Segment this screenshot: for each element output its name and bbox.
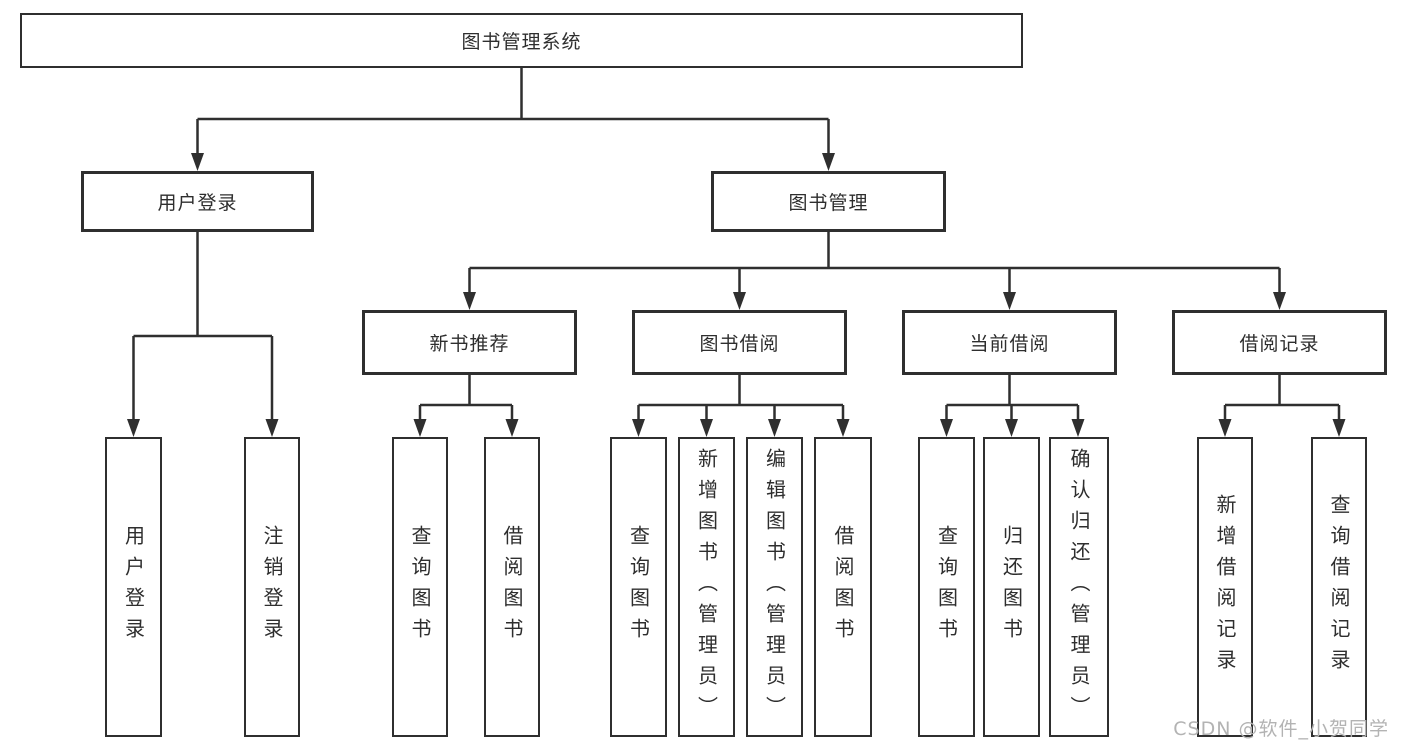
leaf-user-login: 用户登录 bbox=[105, 437, 162, 737]
leaf-label: 查询借阅记录 bbox=[1327, 494, 1351, 680]
node-label: 新书推荐 bbox=[429, 333, 510, 355]
node-book-management: 图书管理 bbox=[711, 171, 946, 232]
leaf-add-borrow-record: 新增借阅记录 bbox=[1197, 437, 1253, 737]
leaf-label: 编辑图书（管理员） bbox=[762, 447, 787, 727]
node-user-login: 用户登录 bbox=[81, 171, 314, 232]
leaf-label: 新增借阅记录 bbox=[1213, 494, 1237, 680]
leaf-borrow-books-recommend: 借阅图书 bbox=[484, 437, 540, 737]
node-book-borrowing: 图书借阅 bbox=[632, 310, 847, 375]
leaf-confirm-return-admin: 确认归还（管理员） bbox=[1049, 437, 1109, 737]
leaf-label: 借阅图书 bbox=[500, 525, 524, 649]
leaf-edit-books-admin: 编辑图书（管理员） bbox=[746, 437, 803, 737]
leaf-label: 查询图书 bbox=[934, 525, 959, 649]
leaf-return-books: 归还图书 bbox=[983, 437, 1040, 737]
leaf-label: 查询图书 bbox=[626, 525, 651, 649]
leaf-borrow-books: 借阅图书 bbox=[814, 437, 872, 737]
node-label: 借阅记录 bbox=[1239, 333, 1320, 355]
leaf-logout: 注销登录 bbox=[244, 437, 300, 737]
leaf-query-books-recommend: 查询图书 bbox=[392, 437, 448, 737]
node-label: 图书管理 bbox=[788, 192, 869, 214]
node-new-book-recommendation: 新书推荐 bbox=[362, 310, 577, 375]
csdn-watermark: CSDN @软件_小贺同学 bbox=[1173, 718, 1389, 740]
leaf-label: 借阅图书 bbox=[831, 525, 855, 649]
leaf-label: 注销登录 bbox=[260, 525, 284, 649]
leaf-label: 新增图书（管理员） bbox=[694, 447, 719, 727]
leaf-query-books-current: 查询图书 bbox=[918, 437, 975, 737]
leaf-label: 归还图书 bbox=[999, 525, 1024, 649]
node-label: 图书管理系统 bbox=[461, 31, 582, 53]
node-label: 图书借阅 bbox=[699, 333, 780, 355]
leaf-label: 用户登录 bbox=[121, 525, 146, 649]
node-label: 用户登录 bbox=[157, 192, 238, 214]
leaf-query-books-borrowing: 查询图书 bbox=[610, 437, 667, 737]
node-borrowing-records: 借阅记录 bbox=[1172, 310, 1387, 375]
node-label: 当前借阅 bbox=[969, 333, 1050, 355]
node-library-management-system: 图书管理系统 bbox=[20, 13, 1023, 68]
leaf-label: 确认归还（管理员） bbox=[1067, 447, 1091, 727]
leaf-query-borrow-record: 查询借阅记录 bbox=[1311, 437, 1367, 737]
leaf-label: 查询图书 bbox=[408, 525, 432, 649]
leaf-add-books-admin: 新增图书（管理员） bbox=[678, 437, 735, 737]
node-current-borrowing: 当前借阅 bbox=[902, 310, 1117, 375]
